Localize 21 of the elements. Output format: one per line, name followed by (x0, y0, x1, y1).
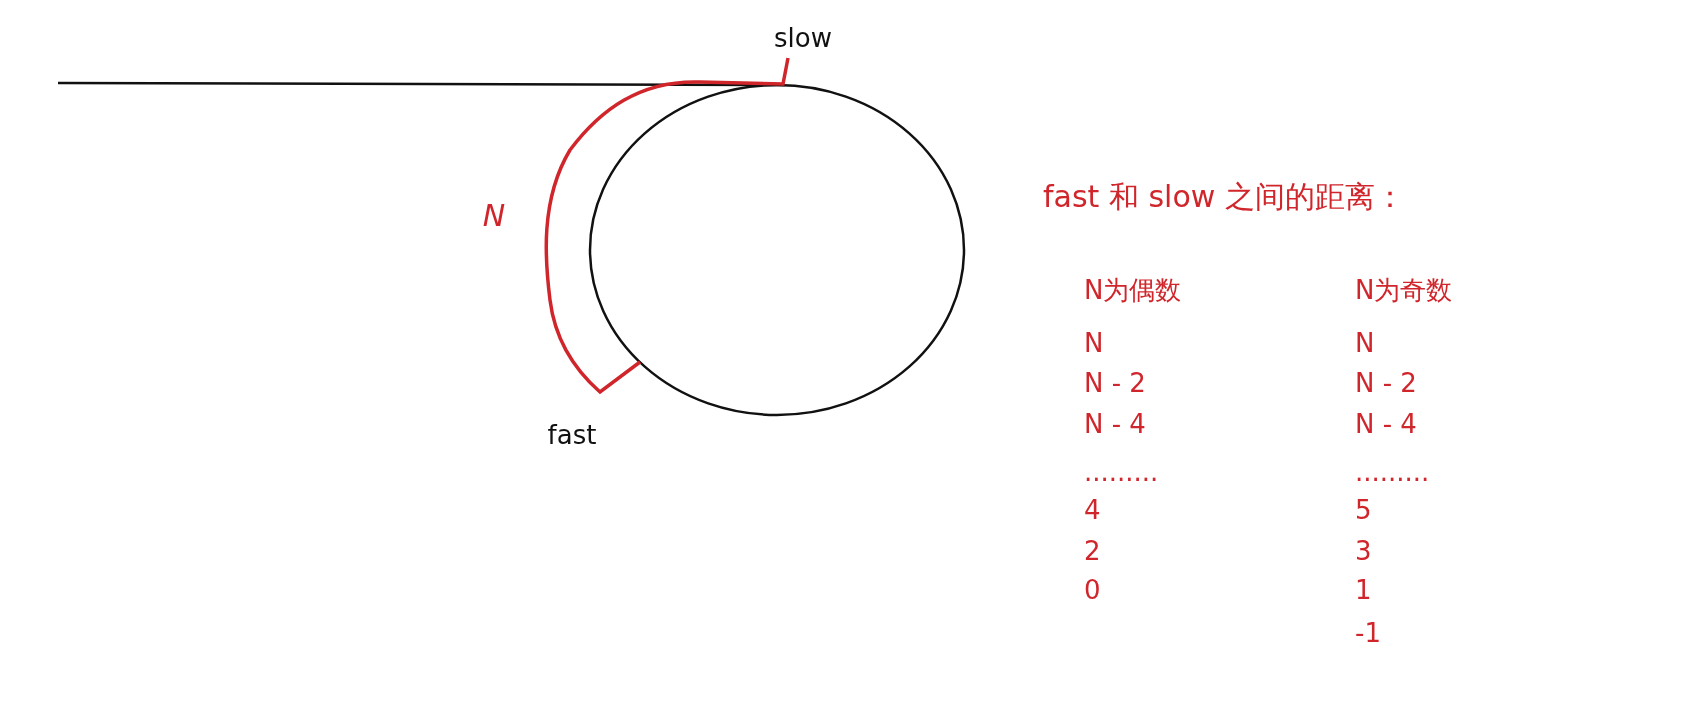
table-cell: N - 4 (1355, 409, 1417, 439)
pointer-label: slow (774, 23, 832, 53)
table-cell: ......... (1355, 457, 1430, 487)
pointer-label: fast (547, 420, 597, 450)
table-cell: ......... (1084, 457, 1159, 487)
table-cell: 0 (1084, 575, 1101, 605)
column-heading: N为偶数 (1084, 275, 1182, 305)
table-cell: 1 (1355, 575, 1372, 605)
table-cell: N - 2 (1084, 368, 1146, 398)
heading: fast 和 slow 之间的距离： (1043, 179, 1405, 213)
table-cell: 3 (1355, 536, 1372, 566)
table-cell: N (1355, 328, 1375, 358)
table-cell: 2 (1084, 536, 1101, 566)
table-cell: N - 2 (1355, 368, 1417, 398)
table-cell: N - 4 (1084, 409, 1146, 439)
table-cell: -1 (1355, 618, 1381, 648)
length-label: N (482, 198, 506, 232)
column-heading: N为奇数 (1355, 275, 1453, 305)
table-cell: 5 (1355, 495, 1372, 525)
table-cell: N (1084, 328, 1104, 358)
table-cell: 4 (1084, 495, 1101, 525)
